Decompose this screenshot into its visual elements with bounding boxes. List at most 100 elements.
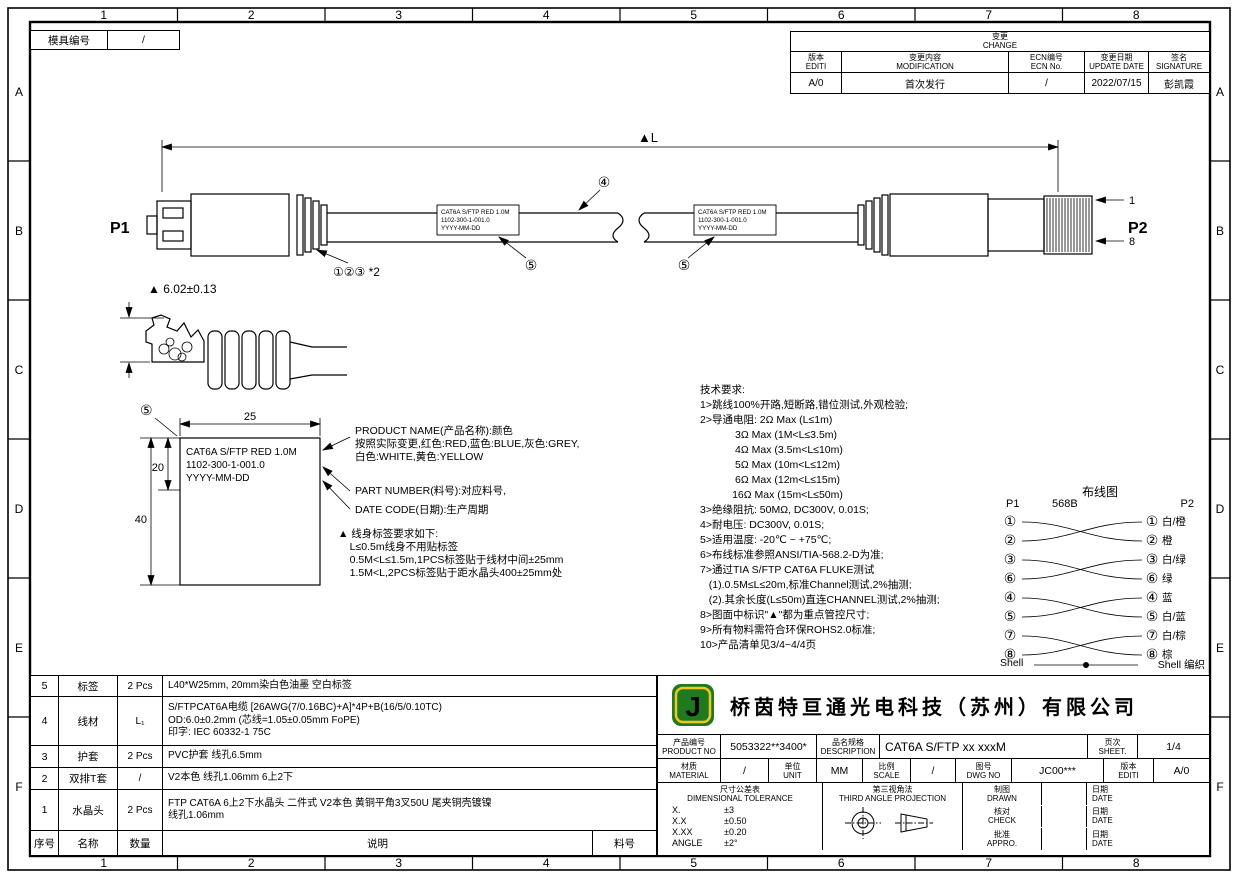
shell-right-label: Shell 编织 (1157, 659, 1205, 671)
pin-badge: ⑤ (1145, 608, 1159, 624)
bom-footer-qty: 数量 (118, 831, 162, 855)
material-label: 材质 MATERIAL (658, 759, 720, 782)
projection-block: 第三视角法 THIRD ANGLE PROJECTION (823, 783, 962, 850)
grid-row-ref: F (15, 779, 23, 794)
bom-footer-no: 序号 (31, 831, 58, 855)
approve-label: 批准 APPRO. (963, 828, 1041, 850)
grid-col-ref: 7 (985, 8, 993, 22)
pin-badge: ⑧ (1003, 646, 1017, 662)
product-no-label: 产品编号 PRODUCT NO (658, 735, 720, 758)
callout-5-left-leader (498, 236, 527, 259)
pin-badge: ⑥ (1003, 570, 1017, 586)
bom-item-name: 水晶头 (59, 790, 117, 830)
sheet-borders (7, 7, 1231, 871)
dim-20: 20 (152, 462, 164, 474)
approve-signature-cell (1042, 828, 1086, 850)
revision-modification: 首次发行 (842, 73, 1008, 93)
grid-col-ref: 6 (837, 856, 845, 870)
cable-label-line3: YYYY-MM-DD (698, 225, 738, 232)
label-detail-drawing: ⑤ 25 20 40 (135, 402, 351, 587)
tolerance-block: 尺寸公差表 DIMENSIONAL TOLERANCE X. ±3 X.X ±0… (658, 783, 822, 850)
wire-color: 蓝 (1162, 592, 1173, 604)
detail-dim-label: ▲ 6.02±0.13 (148, 282, 217, 296)
dwg-no-label: 图号 DWG NO (956, 759, 1011, 782)
bom-item-desc: S/FTPCAT6A电缆 [26AWG(7/0.16BC)+A]*4P+B(16… (163, 697, 656, 745)
technical-requirements: 技术要求: 1>跳线100%开路,短断路,错位测试,外观检验; 2>导通电阻: … (700, 384, 940, 651)
wire-color: 白/绿 (1162, 554, 1186, 566)
wire-color: 白/棕 (1162, 630, 1186, 642)
bom-item-desc: FTP CAT6A 6上2下水晶头 二件式 V2本色 黄铜平角3叉50U 尾夹铜… (163, 790, 656, 830)
revision-signature: 彭凯霞 (1149, 73, 1209, 93)
wiring-p1-label: P1 (1006, 498, 1020, 510)
p2-label: P2 (1128, 220, 1148, 237)
callout-5-left: ⑤ (525, 257, 538, 273)
wire-color: 橙 (1162, 535, 1173, 547)
cable-label-line2: 1102-300-1-001.0 (441, 217, 490, 224)
bom-item-qty: / (118, 768, 162, 789)
label-outline (179, 437, 321, 586)
company-logo: J (672, 684, 714, 726)
p1-label: P1 (110, 220, 130, 237)
bom-item-no: 3 (31, 746, 58, 767)
annotation-product-name: PRODUCT NAME(产品名称):颜色 按照实际变更,红色:RED,蓝色:B… (355, 425, 580, 463)
wire-color: 白/橙 (1162, 516, 1186, 528)
label-callout-5: ⑤ (140, 402, 153, 418)
revision-col-date: 变更日期 UPDATE DATE (1085, 52, 1148, 72)
bom-item-desc: PVC护套 线孔6.5mm (163, 746, 656, 767)
bom-item-desc: V2本色 线孔1.06mm 6上2下 (163, 768, 656, 789)
pin-badge: ⑦ (1145, 627, 1159, 643)
title-block: J 桥茵特亘通光电科技（苏州）有限公司 产品编号 PRODUCT NO 5053… (657, 675, 1210, 856)
pin-badge: ⑦ (1003, 627, 1017, 643)
company-name: 桥茵特亘通光电科技（苏州）有限公司 (730, 696, 1138, 719)
shell-ground-dot (1083, 662, 1089, 668)
ann-part-leader (322, 466, 351, 492)
tolerance-title: 尺寸公差表 DIMENSIONAL TOLERANCE (687, 785, 793, 803)
material-value: / (721, 759, 768, 782)
check-signature-cell (1042, 805, 1086, 828)
cable-label-line2: 1102-300-1-001.0 (698, 217, 747, 224)
wiring-row: ④ ④ 蓝 (1000, 588, 1200, 607)
callout-123: ①②③ *2 (333, 265, 380, 279)
grid-col-ref: 6 (837, 8, 845, 22)
bom-item-name: 双排T套 (59, 768, 117, 789)
wiring-row: ⑦ ⑦ 白/棕 (1000, 626, 1200, 645)
bom-item-qty: 2 Pcs (118, 746, 162, 767)
pin8-label: 8 (1129, 236, 1135, 248)
p1-connector (146, 193, 328, 257)
pin-badge: ④ (1003, 589, 1017, 605)
pin-contacts-hatch (1046, 198, 1090, 252)
mold-number-box: 模具编号 / (30, 30, 180, 50)
pin-badge: ② (1145, 532, 1159, 548)
dim-label-L: ▲L (638, 130, 658, 145)
signature-block: 制图 DRAWN 日期 DATE 核对 CHECK 日期 DATE 批准 APP… (963, 783, 1209, 850)
bom-item-no: 2 (31, 768, 58, 789)
bom-item-desc: L40*W25mm, 20mm染白色油墨 空白标签 (163, 676, 656, 696)
check-date-label: 日期 DATE (1087, 805, 1209, 828)
grid-col-ref: 8 (1132, 8, 1140, 22)
tolerance-key: X.XX (672, 827, 693, 837)
wiring-row: ① ① 白/橙 (1000, 512, 1200, 531)
tolerance-value: ±2° (724, 838, 738, 848)
ann-product-leader (322, 436, 351, 451)
grid-row-ref: E (1215, 640, 1225, 655)
drawn-signature-cell (1042, 783, 1086, 805)
pin-badge: ① (1003, 513, 1017, 529)
tolerance-key: ANGLE (672, 838, 703, 848)
cable (327, 212, 858, 243)
grid-row-ref: B (1215, 223, 1225, 238)
revision-ecn: / (1009, 73, 1084, 93)
grid-col-ref: 4 (542, 8, 550, 22)
tolerance-value: ±0.20 (724, 827, 747, 837)
bom-table: 5 标签 2 Pcs L40*W25mm, 20mm染白色油墨 空白标签 4 线… (30, 675, 657, 856)
pin-badge: ⑥ (1145, 570, 1159, 586)
wiring-title: 布线图 (1081, 485, 1118, 499)
pin-badge: ③ (1145, 551, 1159, 567)
projection-title: 第三视角法 THIRD ANGLE PROJECTION (838, 785, 947, 803)
tolerance-key: X. (672, 805, 681, 815)
company-row: J 桥茵特亘通光电科技（苏州）有限公司 (658, 676, 1209, 735)
wiring-row: ⑧ ⑧ 棕 (1000, 645, 1200, 664)
revision-table: 变更 CHANGE 版本 EDITI 变更内容 MODIFICATION ECN… (790, 31, 1210, 94)
revision-col-edition: 版本 EDITI (791, 52, 841, 72)
annotation-date-code: DATE CODE(日期):生产周期 (355, 504, 489, 516)
